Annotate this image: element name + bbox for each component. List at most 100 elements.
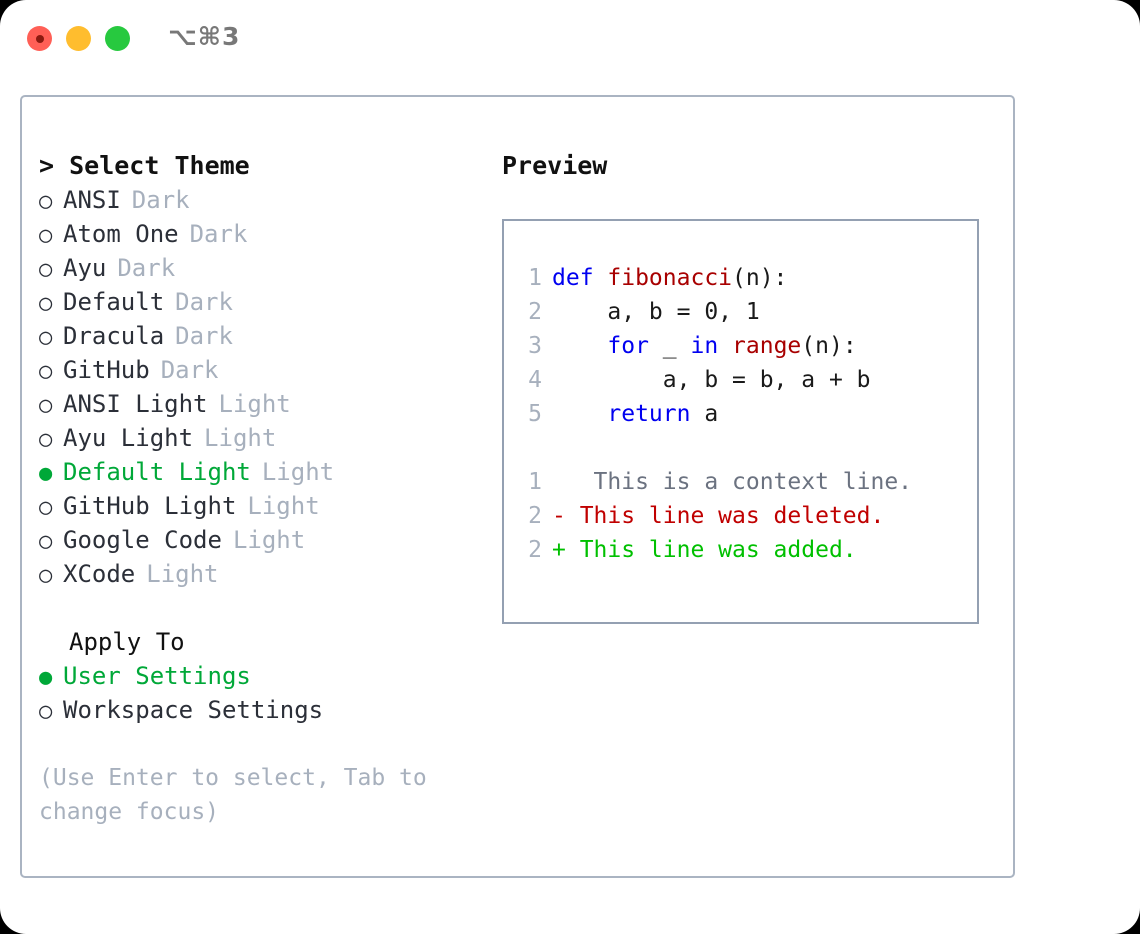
diff-line-number: 2 bbox=[528, 503, 542, 529]
theme-option-label: ANSI Light bbox=[63, 390, 208, 418]
apply-to-option-workspace-settings[interactable]: ○Workspace Settings bbox=[39, 693, 479, 727]
theme-option-atom-one[interactable]: ○ Atom One Dark bbox=[39, 217, 479, 251]
diff-line-number: 1 bbox=[528, 469, 542, 495]
code-token: in bbox=[690, 333, 719, 359]
code-line-number: 3 bbox=[528, 333, 542, 359]
radio-selected-icon: ● bbox=[39, 461, 53, 486]
theme-option-label: Dracula bbox=[63, 322, 165, 350]
preview-heading: Preview bbox=[502, 151, 608, 180]
radio-unselected-icon: ○ bbox=[39, 359, 53, 384]
theme-option-variant: Dark bbox=[131, 186, 190, 214]
code-token bbox=[718, 333, 732, 359]
theme-option-ayu[interactable]: ○ Ayu Dark bbox=[39, 251, 479, 285]
theme-option-variant: Dark bbox=[189, 220, 248, 248]
select-theme-heading: > Select Theme bbox=[39, 151, 250, 180]
title-bar: ⌥⌘3 bbox=[0, 0, 1140, 78]
theme-option-label: Ayu bbox=[63, 254, 107, 282]
code-line-number: 5 bbox=[528, 401, 542, 427]
diff-line-text: - This line was deleted. bbox=[552, 503, 885, 529]
code-token bbox=[552, 401, 607, 427]
code-token: a, b = b, a + b bbox=[552, 367, 871, 393]
radio-selected-icon: ● bbox=[39, 665, 53, 690]
theme-option-github[interactable]: ○ GitHub Dark bbox=[39, 353, 479, 387]
radio-unselected-icon: ○ bbox=[39, 427, 53, 452]
window-title: ⌥⌘3 bbox=[168, 22, 241, 51]
diff-line-ctx: 1 This is a context line. bbox=[518, 465, 971, 499]
theme-option-label: GitHub Light bbox=[63, 492, 237, 520]
theme-option-variant: Light bbox=[146, 560, 219, 588]
radio-unselected-icon: ○ bbox=[39, 189, 53, 214]
theme-option-variant: Light bbox=[232, 526, 306, 554]
diff-line-del: 2 - This line was deleted. bbox=[518, 499, 971, 533]
apply-to-option-list: ●User Settings○Workspace Settings bbox=[39, 659, 479, 727]
apply-to-option-label: Workspace Settings bbox=[63, 696, 324, 724]
theme-option-variant: Dark bbox=[175, 322, 233, 350]
maximize-button[interactable] bbox=[105, 26, 130, 51]
code-token: a bbox=[690, 401, 719, 427]
theme-option-label: Default Light bbox=[63, 458, 251, 486]
diff-sample: 1 This is a context line. 2 - This line wa… bbox=[518, 465, 971, 567]
code-token bbox=[552, 333, 607, 359]
theme-option-dracula[interactable]: ○ Dracula Dark bbox=[39, 319, 479, 353]
diff-line-text: + This line was added. bbox=[552, 537, 857, 563]
code-token: for bbox=[607, 333, 649, 359]
list-spacer bbox=[39, 591, 479, 625]
radio-unselected-icon: ○ bbox=[39, 563, 53, 588]
radio-unselected-icon: ○ bbox=[39, 291, 53, 316]
close-button[interactable] bbox=[27, 26, 52, 51]
code-line: 3 for _ in range(n): bbox=[518, 329, 971, 363]
radio-unselected-icon: ○ bbox=[39, 223, 53, 248]
code-line: 1 def fibonacci(n): bbox=[518, 261, 971, 295]
theme-option-xcode[interactable]: ○ XCode Light bbox=[39, 557, 479, 591]
radio-unselected-icon: ○ bbox=[39, 495, 53, 520]
keyboard-hint: (Use Enter to select, Tab to change focu… bbox=[39, 765, 427, 825]
radio-unselected-icon: ○ bbox=[39, 257, 53, 282]
apply-to-option-user-settings[interactable]: ●User Settings bbox=[39, 659, 479, 693]
code-line-number: 1 bbox=[528, 265, 542, 291]
radio-unselected-icon: ○ bbox=[39, 325, 53, 350]
code-line: 5 return a bbox=[518, 397, 971, 431]
theme-option-github-light[interactable]: ○ GitHub Light Light bbox=[39, 489, 479, 523]
code-token: a, b = 0, 1 bbox=[552, 299, 760, 325]
code-line-number: 2 bbox=[528, 299, 542, 325]
theme-option-label: GitHub bbox=[63, 356, 150, 384]
theme-option-variant: Dark bbox=[117, 254, 176, 282]
radio-unselected-icon: ○ bbox=[39, 529, 53, 554]
apply-to-heading: Apply To bbox=[69, 628, 185, 656]
code-diff-spacer bbox=[518, 431, 971, 465]
code-token: return bbox=[607, 401, 691, 427]
theme-option-variant: Light bbox=[261, 458, 335, 486]
code-token: (n): bbox=[801, 333, 857, 359]
traffic-lights bbox=[27, 26, 130, 51]
theme-option-variant: Light bbox=[218, 390, 291, 418]
theme-option-label: Google Code bbox=[63, 526, 222, 554]
theme-option-label: Default bbox=[63, 288, 165, 316]
code-token: fibonacci bbox=[607, 265, 733, 291]
diff-line-add: 2 + This line was added. bbox=[518, 533, 971, 567]
theme-option-variant: Light bbox=[204, 424, 277, 452]
theme-option-default-light[interactable]: ● Default Light Light bbox=[39, 455, 479, 489]
theme-option-variant: Light bbox=[247, 492, 320, 520]
theme-option-label: XCode bbox=[63, 560, 136, 588]
code-line-number: 4 bbox=[528, 367, 542, 393]
theme-option-google-code[interactable]: ○ Google Code Light bbox=[39, 523, 479, 557]
minimize-button[interactable] bbox=[66, 26, 91, 51]
code-token: _ bbox=[648, 333, 691, 359]
code-token: range bbox=[732, 333, 802, 359]
diff-line-number: 2 bbox=[528, 537, 542, 563]
code-token: def bbox=[552, 265, 608, 291]
theme-option-variant: Dark bbox=[160, 356, 219, 384]
code-token: (n): bbox=[732, 265, 788, 291]
theme-option-label: Atom One bbox=[63, 220, 179, 248]
